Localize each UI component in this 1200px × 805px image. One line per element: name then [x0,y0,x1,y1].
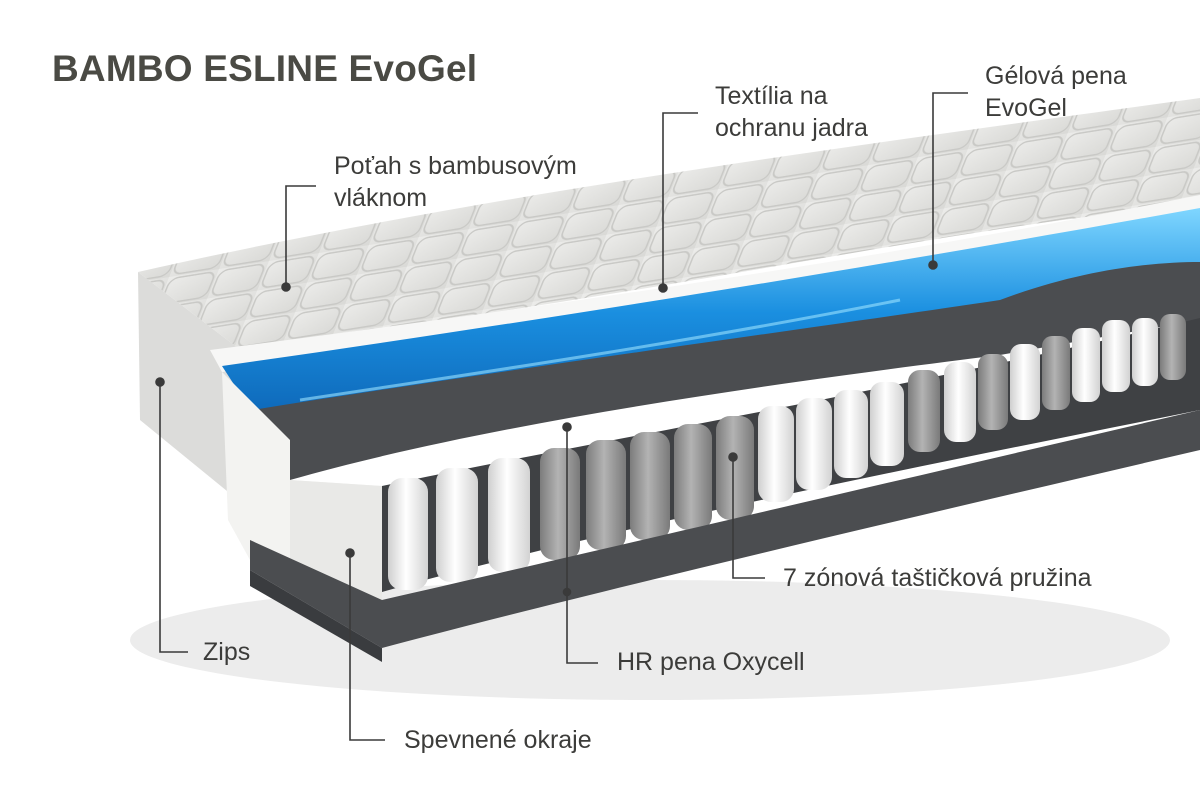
label-cover-line-2: vláknom [334,184,428,212]
hr-foam-bottom-layer [250,410,1200,648]
label-springs-line-1: 7 zónová taštičková pružina [783,564,1092,592]
label-zips-line-1: Zips [203,638,251,666]
label-gel: Gélová pena EvoGel [985,60,1127,124]
hr-foam-top-layer [240,262,1200,480]
label-zips: Zips [203,636,250,668]
label-textile-line-1: Textília na [715,82,828,110]
label-textile: Textília na ochranu jadra [715,80,868,144]
label-gel-line-1: Gélová pena [985,62,1127,90]
label-gel-line-2: EvoGel [985,94,1067,122]
protective-textile-layer [210,195,1200,372]
label-cover: Poťah s bambusovým vláknom [334,150,577,214]
label-textile-line-2: ochranu jadra [715,114,868,142]
page-title: BAMBO ESLINE EvoGel [52,48,478,89]
quilted-cover-top [138,98,1200,348]
leader-lines [155,92,968,741]
label-edges-line-1: Spevnené okraje [404,726,592,754]
label-cover-line-1: Poťah s bambusovým [334,152,577,180]
pocket-springs [388,314,1186,590]
label-hr-foam-line-1: HR pena Oxycell [617,648,805,676]
label-springs: 7 zónová taštičková pružina [783,562,1092,594]
label-edges: Spevnené okraje [404,724,592,756]
label-hr-foam: HR pena Oxycell [617,646,805,678]
